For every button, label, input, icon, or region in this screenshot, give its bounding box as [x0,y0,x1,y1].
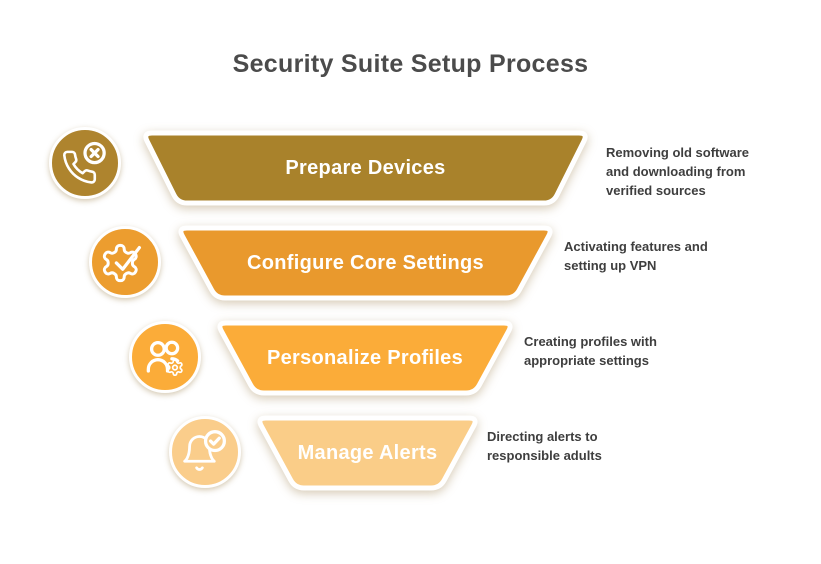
bell-check-icon [169,416,241,488]
stage-description-2: Activating features and setting up VPN [564,239,708,273]
stage-description-1: Removing old software and downloading fr… [606,145,750,198]
stage-label-2: Configure Core Settings [247,251,484,274]
funnel-stage-1: Prepare Devices [143,130,588,206]
gear-check-icon [89,226,161,298]
stage-label-1: Prepare Devices [285,156,446,179]
stage-label-3: Personalize Profiles [266,346,464,369]
funnel-stage-3: Personalize Profiles [217,320,513,396]
page-title: Security Suite Setup Process [232,50,589,78]
users-gear-icon [129,321,201,393]
funnel-stage-4: Manage Alerts [257,415,478,491]
funnel-stage-2: Configure Core Settings [178,225,553,301]
stage-description-3: Creating profiles with appropriate setti… [524,334,657,368]
phone-x-icon [49,127,121,199]
stage-label-4: Manage Alerts [297,441,438,464]
stage-description-4: Directing alerts to responsible adults [487,429,602,463]
